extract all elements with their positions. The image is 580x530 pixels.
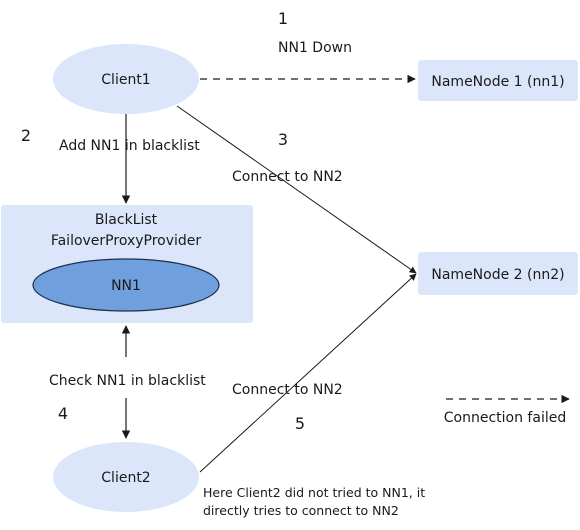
step-2-label: 2 — [21, 126, 31, 145]
nn1-down-label: NN1 Down — [278, 40, 352, 56]
step-1-label: 1 — [278, 9, 288, 28]
connect-nn2-top-label: Connect to NN2 — [232, 169, 343, 185]
step-4-label: 4 — [58, 404, 68, 423]
legend-failed-label: Connection failed — [444, 410, 566, 426]
blacklist-entry-label: NN1 — [111, 278, 141, 294]
add-blacklist-label: Add NN1 in blacklist — [59, 138, 200, 154]
note-line-1: Here Client2 did not tried to NN1, it — [203, 485, 425, 500]
client1-node — [53, 44, 199, 114]
check-blacklist-label: Check NN1 in blacklist — [49, 373, 206, 389]
client1-to-nn2-arrow — [176, 105, 417, 274]
namenode2-box — [418, 252, 578, 295]
client1-label: Client1 — [101, 72, 150, 88]
connect-nn2-bottom-label: Connect to NN2 — [232, 382, 343, 398]
client2-label: Client2 — [101, 470, 150, 486]
namenode2-label: NameNode 2 (nn2) — [431, 267, 564, 283]
namenode1-box — [418, 60, 578, 101]
proxy-title-line1: BlackList — [95, 212, 158, 228]
proxy-title-line2: FailoverProxyProvider — [51, 233, 202, 249]
note-line-2: directly tries to connect to NN2 — [203, 503, 399, 518]
namenode1-label: NameNode 1 (nn1) — [431, 74, 564, 90]
blacklist-entry-ellipse — [32, 258, 220, 312]
step-5-label: 5 — [295, 414, 305, 433]
step-3-label: 3 — [278, 130, 288, 149]
client2-to-nn2-arrow — [199, 273, 417, 473]
client2-node — [53, 442, 199, 512]
